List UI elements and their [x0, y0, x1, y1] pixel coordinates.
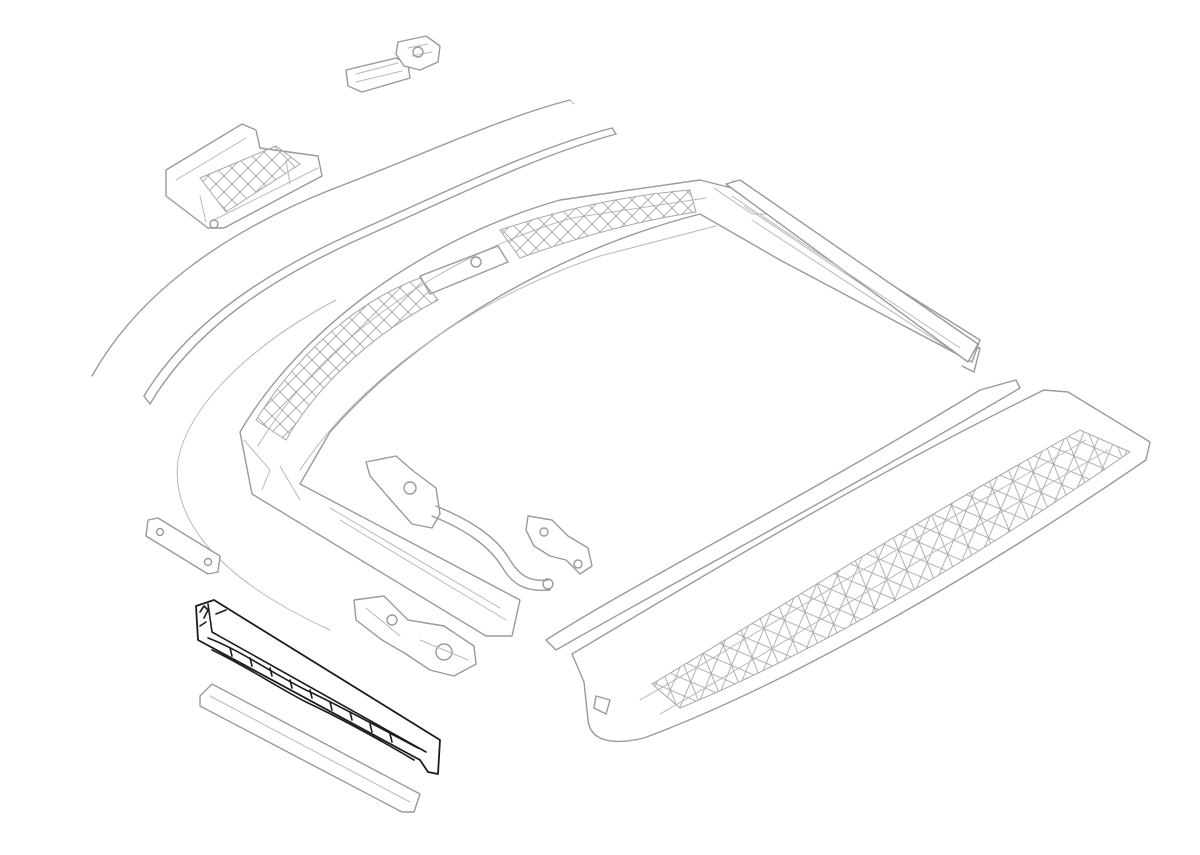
- sunroof-frame-assembly[interactable]: [239, 179, 981, 637]
- rear-bracket[interactable]: [525, 515, 593, 575]
- mounting-plate[interactable]: [145, 517, 221, 575]
- lower-trim-strip[interactable]: [199, 683, 421, 813]
- drive-motor[interactable]: [345, 35, 441, 93]
- outer-seal-rail[interactable]: [91, 99, 575, 377]
- inner-seal-rail[interactable]: [143, 127, 617, 405]
- rear-glass-panel[interactable]: [545, 379, 1151, 743]
- wind-deflector-seal-strip[interactable]: [195, 599, 441, 775]
- front-mechanism-lever[interactable]: [365, 455, 554, 592]
- front-cover-trough[interactable]: [165, 123, 323, 229]
- lower-mechanism[interactable]: [353, 595, 477, 677]
- right-guide-rail[interactable]: [725, 179, 979, 363]
- lower-curved-guide[interactable]: [176, 299, 337, 631]
